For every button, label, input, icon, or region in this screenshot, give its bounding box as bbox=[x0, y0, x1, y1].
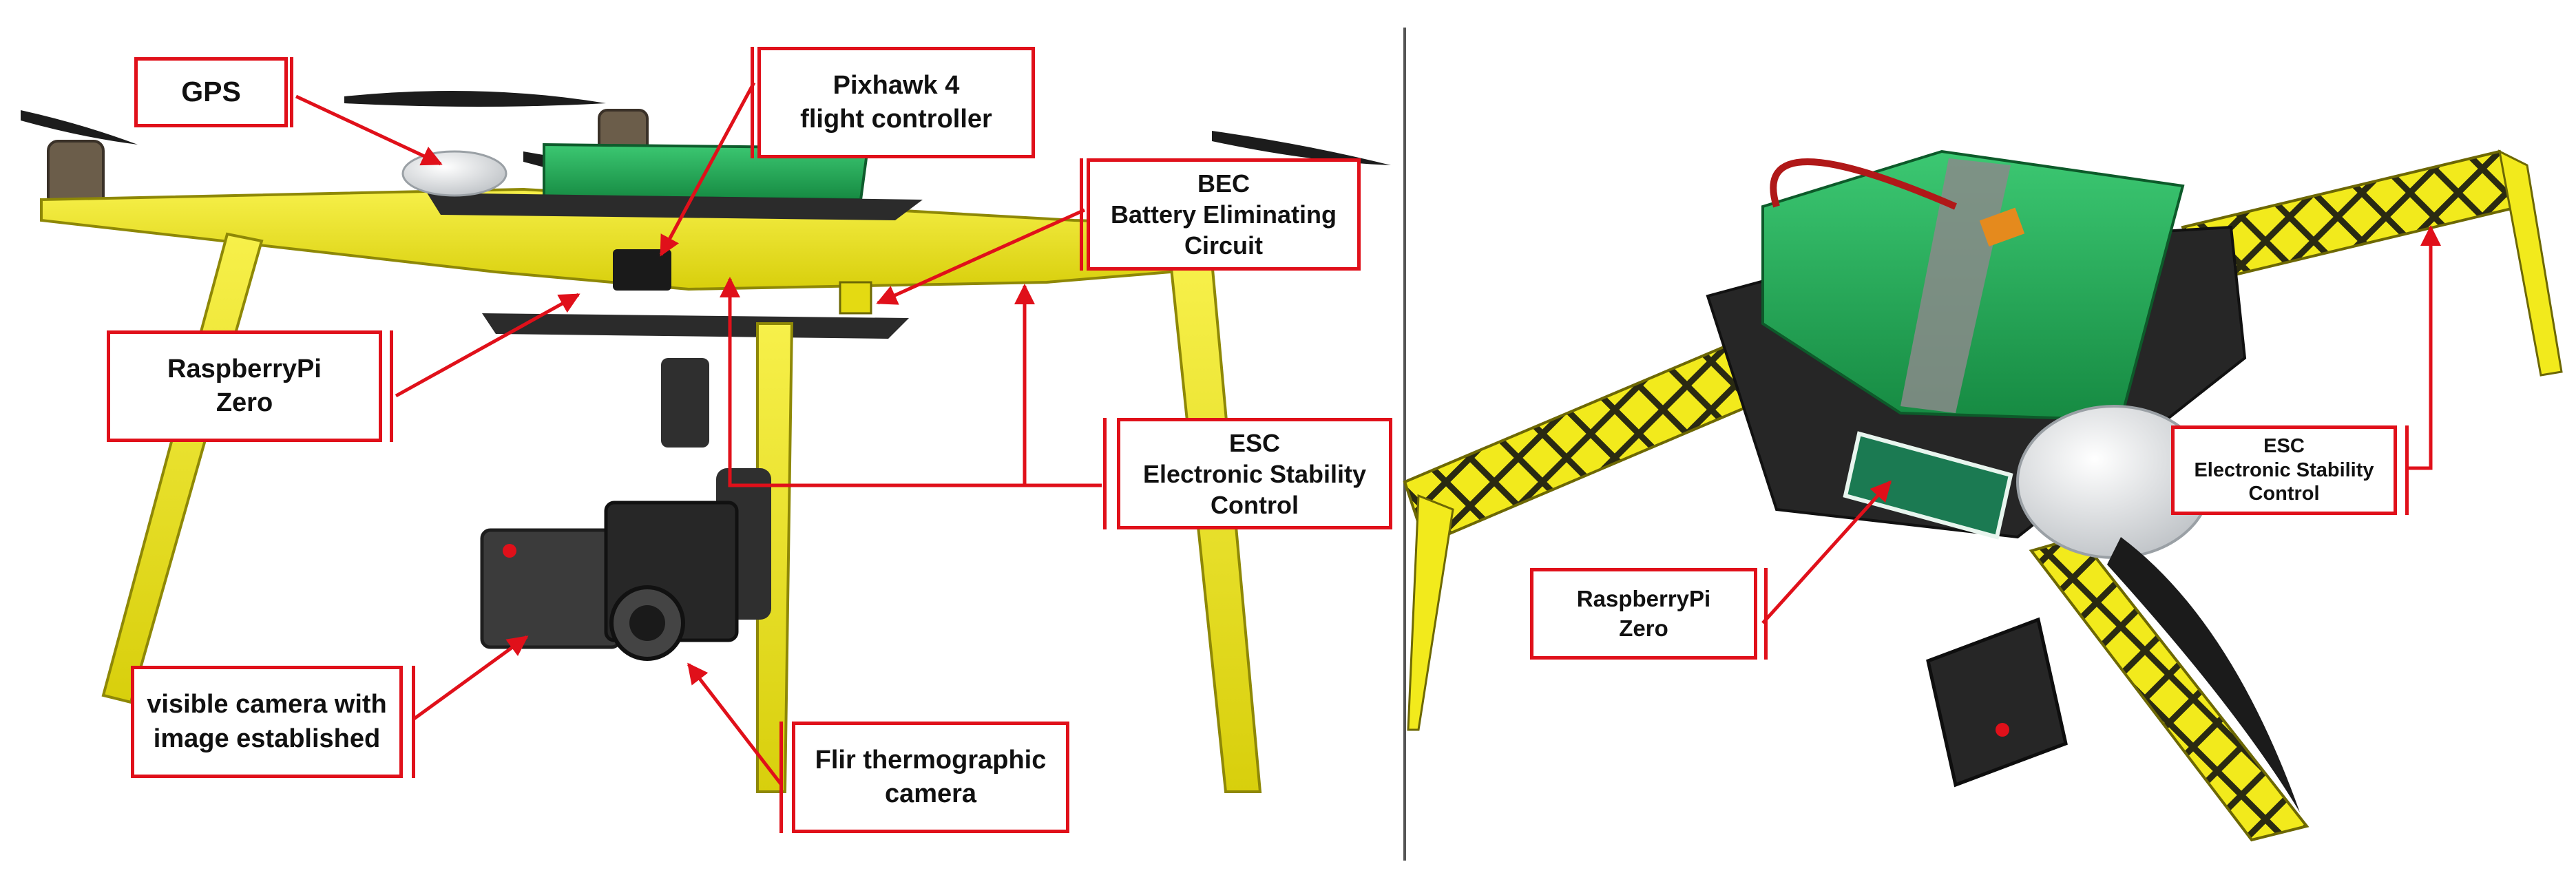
raspberrypi-right-line-2: Zero bbox=[1619, 615, 1668, 641]
gps-label: GPS bbox=[134, 57, 288, 127]
landing-leg bbox=[1407, 494, 1454, 731]
esc-label-bracket bbox=[1103, 418, 1107, 529]
raspberrypi-label-bracket bbox=[390, 330, 393, 442]
propeller bbox=[2107, 537, 2300, 812]
landing-leg bbox=[756, 322, 794, 793]
arrow-raspberrypi-right bbox=[1761, 480, 1892, 624]
power-wire bbox=[1770, 158, 1957, 210]
pixhawk-unit bbox=[613, 249, 671, 291]
raspberrypi-label-line-2: Zero bbox=[216, 388, 273, 417]
flir-label-line-2: camera bbox=[884, 779, 977, 808]
bec-unit bbox=[839, 281, 872, 315]
flir-label: Flir thermographic camera bbox=[792, 722, 1069, 833]
arrow-raspberrypi bbox=[395, 293, 580, 398]
raspberrypi-right-line-1: RaspberryPi bbox=[1576, 585, 1711, 611]
visible-camera-label: visible camera with image established bbox=[131, 666, 403, 778]
arrow-esc-frame bbox=[720, 277, 1102, 487]
right-drone bbox=[1403, 149, 2563, 842]
right-arrows bbox=[1761, 225, 2441, 624]
pixhawk-label: Pixhawk 4 flight controller bbox=[757, 47, 1035, 158]
raspberrypi-label-line-1: RaspberryPi bbox=[167, 354, 322, 383]
top-plate bbox=[427, 193, 923, 220]
esc-right-line-2: Electronic Stability bbox=[2194, 459, 2374, 481]
visible-camera bbox=[480, 528, 622, 649]
arrow-pixhawk bbox=[659, 81, 756, 257]
bec-label-line-3: Circuit bbox=[1184, 231, 1263, 260]
left-arrows bbox=[295, 81, 1102, 786]
gps-dome bbox=[401, 150, 507, 197]
arrow-bec bbox=[876, 208, 1086, 305]
esc-label: ESC Electronic Stability Control bbox=[1117, 418, 1392, 529]
flir-label-line-1: Flir thermographic bbox=[815, 745, 1047, 775]
xt60-plug bbox=[1979, 207, 2025, 247]
landing-leg bbox=[2498, 149, 2563, 377]
esc-label-line-2: Electronic Stability bbox=[1142, 459, 1367, 488]
raspberrypi-label: RaspberryPi Zero bbox=[107, 330, 382, 442]
esc-right-line-3: Control bbox=[2248, 483, 2320, 505]
pixhawk-label-line-2: flight controller bbox=[800, 105, 992, 134]
bec-label: BEC Battery Eliminating Circuit bbox=[1087, 158, 1361, 271]
bottom-plate bbox=[482, 313, 909, 339]
raspberrypi-board bbox=[1843, 431, 2013, 540]
esc-label-line-3: Control bbox=[1211, 490, 1299, 519]
visible-camera-label-line-2: image established bbox=[153, 724, 381, 753]
bec-label-bracket bbox=[1080, 158, 1083, 271]
visible-camera-label-bracket bbox=[412, 666, 415, 778]
esc-label-right: ESC Electronic Stability Control bbox=[2171, 425, 2397, 515]
visible-camera-label-line-1: visible camera with bbox=[147, 690, 387, 719]
raspberrypi-label-right: RaspberryPi Zero bbox=[1530, 568, 1757, 660]
arrow-esc-right bbox=[2409, 225, 2441, 470]
flir-label-bracket bbox=[779, 722, 783, 833]
pixhawk-label-bracket bbox=[751, 47, 754, 158]
pixhawk-label-line-1: Pixhawk 4 bbox=[833, 70, 960, 100]
visible-camera bbox=[1926, 617, 2068, 788]
arrow-gps bbox=[295, 94, 443, 166]
landing-leg bbox=[101, 232, 264, 704]
raspberrypi-right-bracket bbox=[1764, 568, 1768, 660]
bec-label-line-1: BEC bbox=[1197, 169, 1250, 198]
arrow-flir bbox=[687, 662, 783, 786]
arrow-visible-camera bbox=[412, 635, 529, 722]
esc-right-bracket bbox=[2405, 425, 2409, 515]
bec-label-line-2: Battery Eliminating bbox=[1110, 200, 1337, 229]
gps-label-bracket bbox=[290, 57, 293, 127]
gps-label-line-1: GPS bbox=[181, 76, 241, 108]
esc-label-line-1: ESC bbox=[1228, 428, 1281, 457]
esc-right-line-1: ESC bbox=[2263, 434, 2305, 457]
